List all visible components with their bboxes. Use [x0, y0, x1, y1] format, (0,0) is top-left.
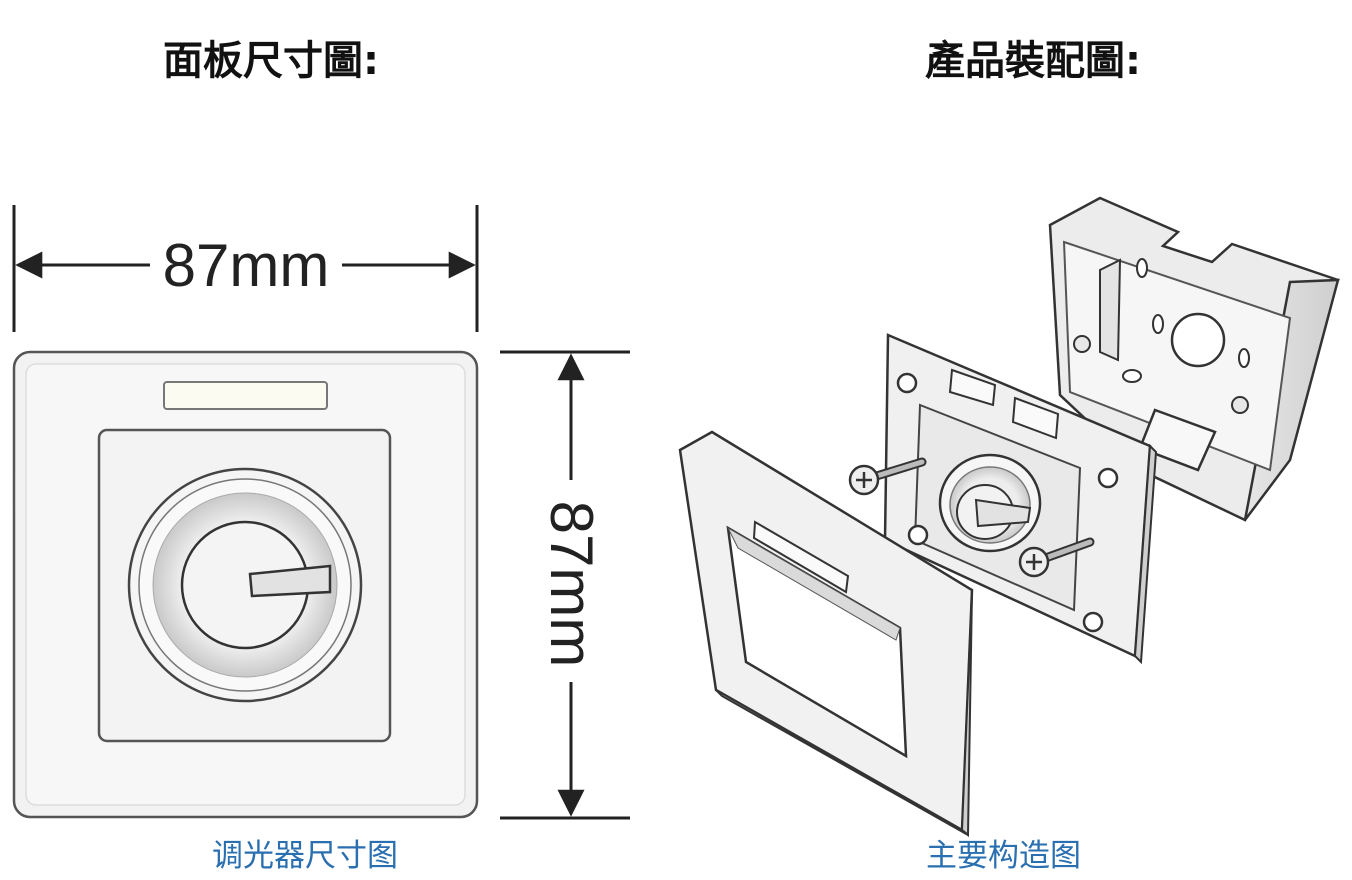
panel-size-heading: 面板尺寸圖: [163, 38, 379, 84]
dimmer-panel-front [12, 350, 479, 819]
main-structure-caption: 主要构造图 [926, 838, 1081, 874]
panel-dimension-drawing: 87mm 87mm [12, 205, 630, 820]
front-cover-frame [678, 430, 974, 838]
plate-knob [938, 453, 1042, 553]
screw-lower [1018, 537, 1095, 578]
height-dimension: 87mm [500, 350, 630, 820]
dimmer-knob [127, 467, 363, 703]
screw-upper [848, 457, 927, 496]
height-label: 87mm [538, 501, 605, 668]
width-label: 87mm [163, 232, 330, 299]
assembly-heading: 產品裝配圖: [925, 38, 1141, 84]
exploded-assembly-drawing [678, 196, 1340, 838]
width-dimension: 87mm [12, 205, 479, 332]
dimmer-size-caption: 调光器尺寸图 [212, 838, 398, 874]
indicator-window [163, 381, 328, 410]
